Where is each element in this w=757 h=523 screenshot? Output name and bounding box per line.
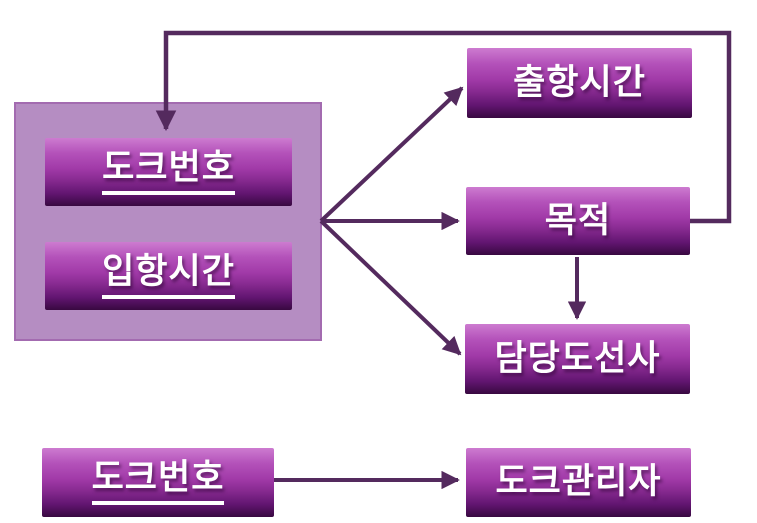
node-label: 도크관리자 [495, 462, 662, 501]
node-label: 도크번호 [91, 460, 225, 505]
node-label: 입항시간 [102, 254, 235, 299]
node-label: 출항시간 [513, 62, 646, 102]
node-label: 도크번호 [102, 150, 235, 195]
node-dock-manager: 도크관리자 [466, 448, 691, 517]
node-pilot-in-charge: 담당도선사 [465, 324, 690, 394]
edge-keygroup-to-pilot [319, 219, 462, 356]
node-label: 목적 [544, 200, 612, 240]
node-purpose: 목적 [466, 187, 690, 255]
node-departure-time: 출항시간 [467, 48, 692, 118]
edge-purpose-feedback-loop [155, 30, 732, 224]
node-arrival-time-key: 입항시간 [45, 242, 292, 310]
edge-keygroup-to-departure [319, 86, 464, 223]
node-dock-number-key: 도크번호 [45, 138, 292, 206]
node-dock-number-bottom: 도크번호 [42, 448, 274, 517]
node-label: 담당도선사 [494, 338, 661, 378]
